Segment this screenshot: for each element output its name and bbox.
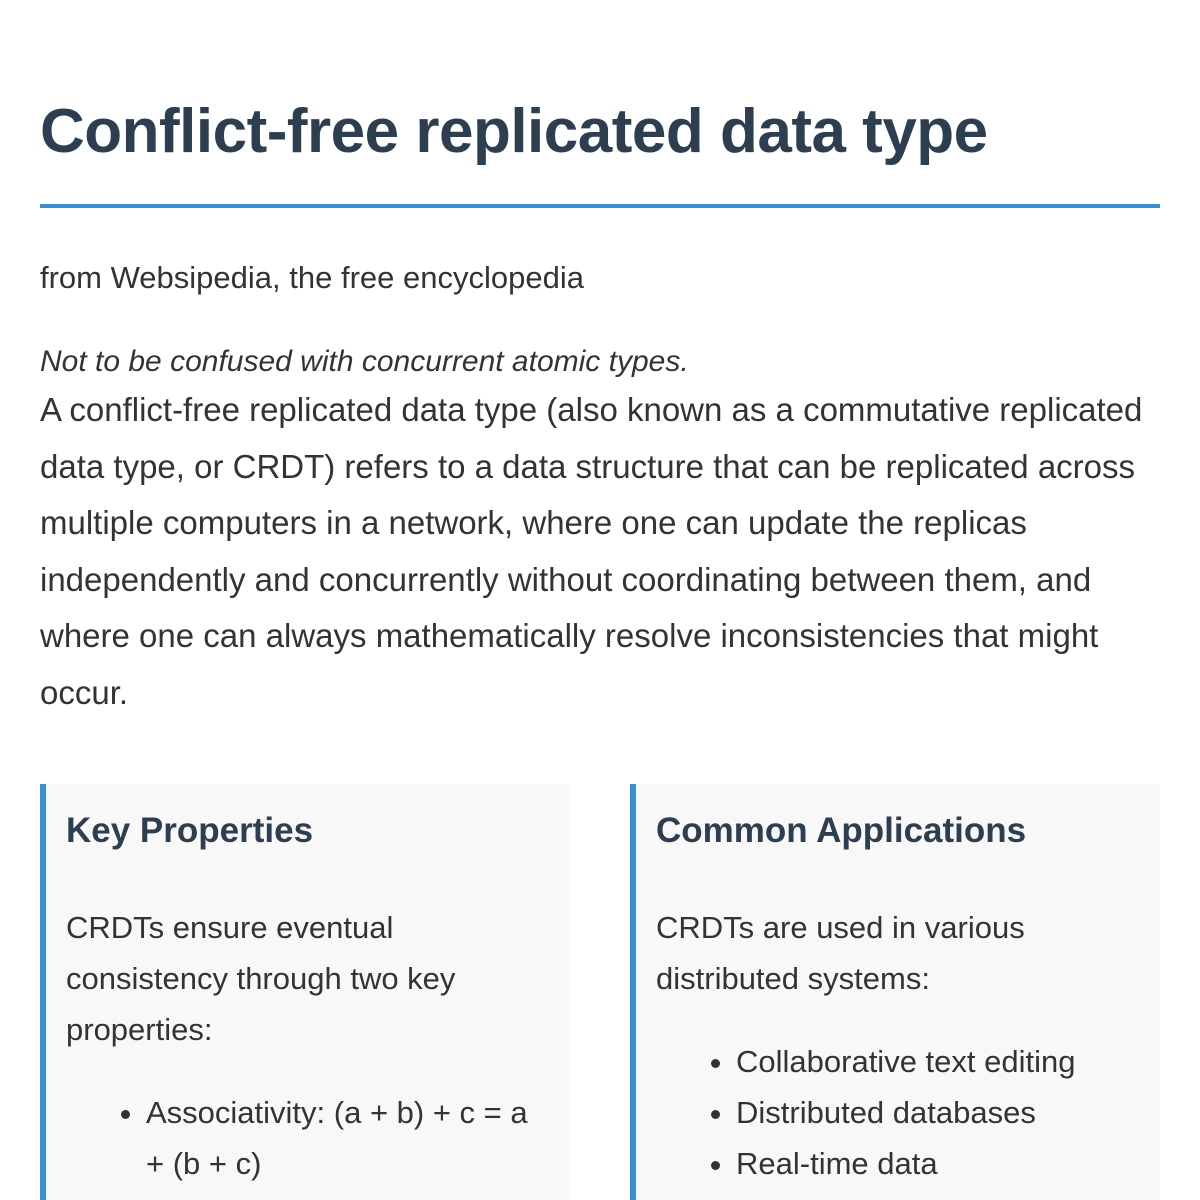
applications-list: Collaborative text editing Distributed d… bbox=[656, 1036, 1140, 1189]
page-title: Conflict-free replicated data type bbox=[40, 97, 988, 166]
title-divider bbox=[40, 204, 1160, 208]
hatnote: Not to be confused with concurrent atomi… bbox=[40, 345, 689, 378]
info-cards: Key Properties CRDTs ensure eventual con… bbox=[40, 784, 1160, 1200]
key-properties-text: CRDTs ensure eventual consistency throug… bbox=[66, 910, 456, 1047]
applications-card: Common Applications CRDTs are used in va… bbox=[630, 784, 1160, 1200]
key-properties-card: Key Properties CRDTs ensure eventual con… bbox=[40, 784, 570, 1200]
article-byline: from Websipedia, the free encyclopedia bbox=[40, 260, 584, 295]
list-item: Real-time data bbox=[736, 1138, 1140, 1189]
applications-title: Common Applications bbox=[656, 811, 1027, 850]
key-properties-title: Key Properties bbox=[66, 811, 314, 850]
list-item: Distributed databases bbox=[736, 1087, 1140, 1138]
lead-paragraph: A conflict-free replicated data type (al… bbox=[40, 391, 1143, 711]
key-properties-list: Associativity: (a + b) + c = a + (b + c) bbox=[66, 1087, 550, 1189]
applications-text: CRDTs are used in various distributed sy… bbox=[656, 910, 1025, 996]
list-item: Associativity: (a + b) + c = a + (b + c) bbox=[146, 1087, 550, 1189]
list-item: Collaborative text editing bbox=[736, 1036, 1140, 1087]
